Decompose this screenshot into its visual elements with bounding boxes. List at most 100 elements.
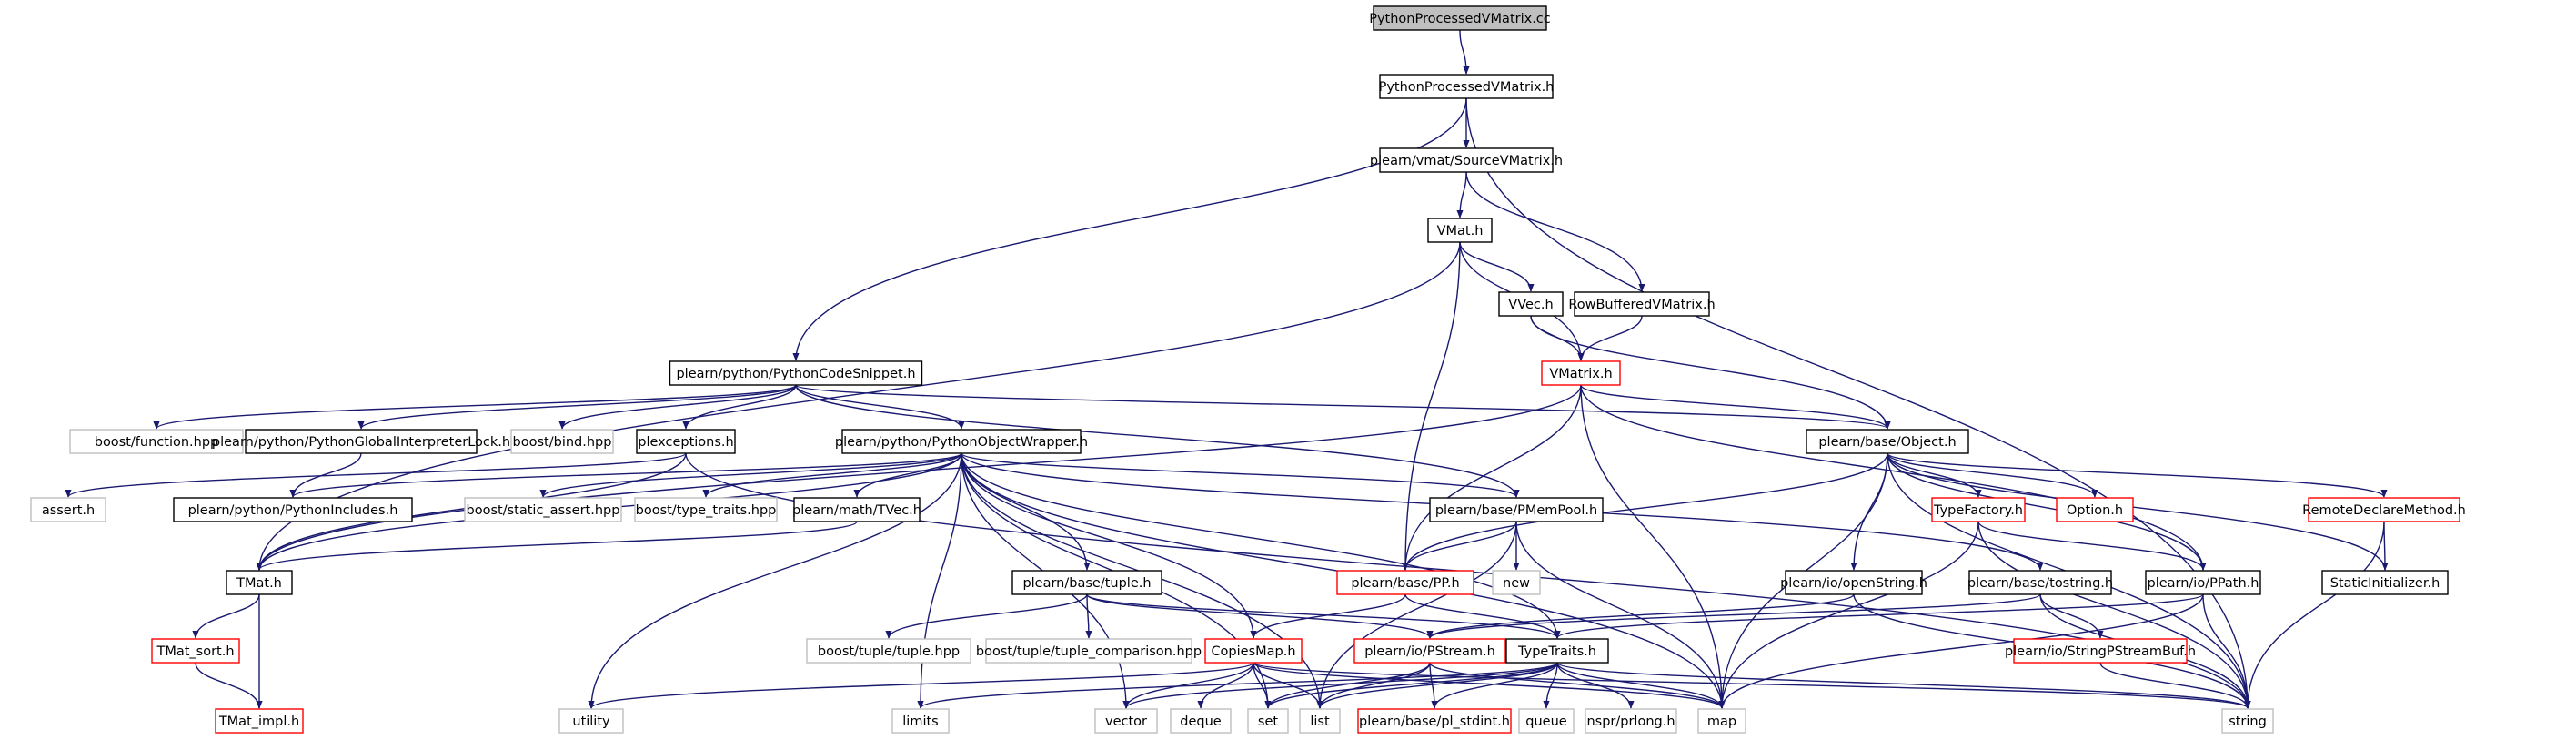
node-tmat-impl[interactable]: TMat_impl.h [215,708,304,734]
node-option-h[interactable]: Option.h [2056,497,2134,522]
node-box [1574,291,1710,317]
node-box [464,497,622,522]
node-boost-type-traits[interactable]: boost/type_traits.hpp [634,497,778,522]
node-new-h[interactable]: new [1492,570,1541,595]
edge-root-to-ppvm_h [1459,29,1470,75]
edge-tuple_h-to-typetraits [1086,593,1561,639]
node-pp-h[interactable]: plearn/base/PP.h [1336,570,1474,595]
node-tmat-h[interactable]: TMat.h [226,570,293,595]
node-box [1931,497,2026,522]
node-boost-bind[interactable]: boost/bind.hpp [510,429,614,454]
node-tostring[interactable]: plearn/base/tostring.h [1967,570,2113,595]
node-label: plearn/base/PMemPool.h [1435,503,1597,518]
node-box [1427,218,1493,243]
node-typetraits[interactable]: TypeTraits.h [1505,638,1609,664]
node-box [2308,497,2460,522]
node-box [215,708,304,734]
node-box [558,708,624,734]
nodes-layer: PythonProcessedVMatrix.ccPythonProcessed… [30,5,2466,734]
node-label: boost/tuple/tuple.hpp [818,644,960,659]
node-pyincludes[interactable]: plearn/python/PythonIncludes.h [173,497,413,522]
node-prlong[interactable]: nspr/prlong.h [1585,708,1677,734]
node-pygil[interactable]: plearn/python/PythonGlobalInterpreterLoc… [212,429,510,454]
node-box [1429,497,1604,522]
node-pyobjwrap[interactable]: plearn/python/PythonObjectWrapper.h [835,429,1088,454]
node-box [1336,570,1474,595]
node-box [1806,429,1969,454]
edge-typetraits-to-queue [1543,662,1558,709]
node-remotedeclare[interactable]: RemoteDeclareMethod.h [2302,497,2466,522]
node-utility[interactable]: utility [558,708,624,734]
node-source-vm[interactable]: plearn/vmat/SourceVMatrix.h [1370,147,1563,173]
node-box [1585,708,1677,734]
node-box [1785,570,1923,595]
edge-pycode-to-boost_bind [558,384,797,430]
node-boost-static-assert[interactable]: boost/static_assert.hpp [464,497,622,522]
node-pstream[interactable]: plearn/io/PStream.h [1353,638,1506,664]
node-box [1353,638,1506,664]
node-tmat-sort[interactable]: TMat_sort.h [151,638,240,664]
node-box [151,638,240,664]
node-label: plearn/base/PP.h [1351,576,1459,591]
node-label: RemoteDeclareMethod.h [2302,503,2466,518]
edge-pp_h-to-typetraits [1404,593,1561,639]
node-queue[interactable]: queue [1518,708,1575,734]
node-typefactory[interactable]: TypeFactory.h [1931,497,2026,522]
node-plexceptions[interactable]: plexceptions.h [636,429,736,454]
node-copiesmap[interactable]: CopiesMap.h [1204,638,1303,664]
node-object-h[interactable]: plearn/base/Object.h [1806,429,1969,454]
node-label: boost/function.hpp [95,435,219,450]
node-assert-h[interactable]: assert.h [30,497,106,522]
node-label: plearn/base/tuple.h [1022,576,1151,591]
node-stringpstreambuf[interactable]: plearn/io/StringPStreamBuf.h [2005,638,2196,664]
node-pycode[interactable]: plearn/python/PythonCodeSnippet.h [669,360,923,386]
node-label: plearn/python/PythonGlobalInterpreterLoc… [212,435,510,450]
edge-pyobjwrap-to-pyincludes [289,452,962,498]
node-tvec-h[interactable]: plearn/math/TVec.h [792,497,921,522]
node-map[interactable]: map [1697,708,1746,734]
node-ppath[interactable]: plearn/io/PPath.h [2145,570,2261,595]
node-box [1299,708,1341,734]
node-boost-tuple-cmp[interactable]: boost/tuple/tuple_comparison.hpp [976,638,1202,664]
edge-tuple_h-to-boost_tuple_cmp [1085,593,1092,639]
node-pmempool[interactable]: plearn/base/PMemPool.h [1429,497,1604,522]
node-vvec-h[interactable]: VVec.h [1498,291,1564,317]
node-boost-function[interactable]: boost/function.hpp [69,429,244,454]
node-label: vector [1105,715,1147,729]
node-staticinit[interactable]: StaticInitializer.h [2321,570,2449,595]
node-box [1094,708,1158,734]
node-label: assert.h [42,503,95,518]
node-root[interactable]: PythonProcessedVMatrix.cc [1369,5,1551,31]
node-ppvm-h[interactable]: PythonProcessedVMatrix.h [1379,74,1555,99]
node-box [245,429,478,454]
node-label: plearn/python/PythonObjectWrapper.h [835,435,1088,450]
edge-source_vm-to-rowbuf [1465,171,1645,292]
node-vector[interactable]: vector [1094,708,1158,734]
node-vmat-h[interactable]: VMat.h [1427,218,1493,243]
edge-typefactory-to-map [1718,521,1979,709]
edge-pycode-to-boost_function [153,384,797,430]
node-set[interactable]: set [1247,708,1289,734]
node-vmatrix-h[interactable]: VMatrix.h [1541,360,1621,386]
node-limits[interactable]: limits [891,708,950,734]
edge-pp_h-to-copiesmap [1250,593,1406,639]
edge-typetraits-to-prlong [1556,662,1635,709]
node-openstring[interactable]: plearn/io/openString.h [1780,570,1927,595]
node-label: string [2229,715,2267,729]
node-pl-stdint[interactable]: plearn/base/pl_stdint.h [1357,708,1512,734]
node-box [173,497,413,522]
node-rowbuf[interactable]: RowBufferedVMatrix.h [1568,291,1716,317]
node-boost-tuple[interactable]: boost/tuple/tuple.hpp [806,638,971,664]
node-string[interactable]: string [2221,708,2274,734]
node-label: plearn/base/Object.h [1818,435,1956,450]
edge-vmat_h-to-vvec_h [1459,241,1535,292]
node-tuple-h[interactable]: plearn/base/tuple.h [1011,570,1162,595]
edge-ppvm_h-to-string [1465,97,2251,709]
node-label: plearn/io/openString.h [1780,576,1927,591]
edge-object_h-to-typefactory [1887,452,1982,498]
edge-stringpstreambuf-to-string [2099,662,2251,709]
node-deque[interactable]: deque [1170,708,1232,734]
node-label: list [1310,715,1330,729]
node-list[interactable]: list [1299,708,1341,734]
edge-vmatrix_h-to-ppath [1580,384,2207,571]
